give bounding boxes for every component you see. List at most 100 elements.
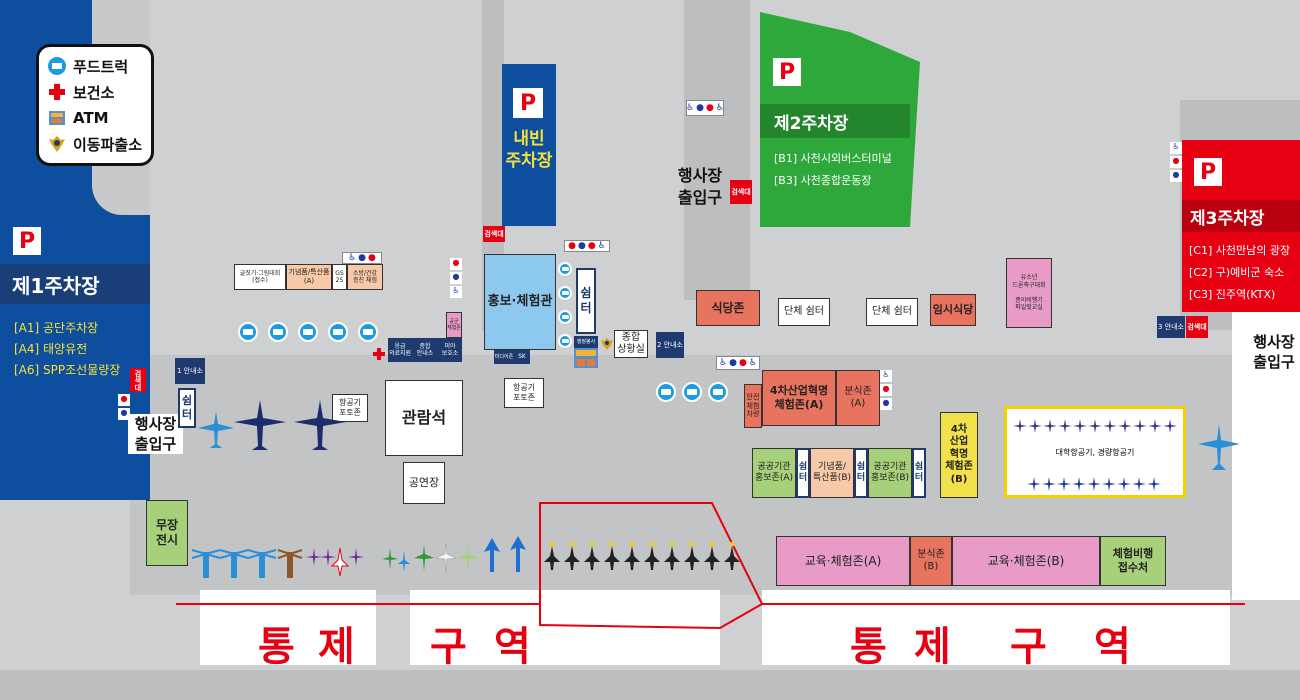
lot3-entry: [C3] 진주역(KTX) [1189, 288, 1276, 301]
safety-vehicle: 안전 체험 차량 [744, 384, 762, 428]
aircraft-photo-zone-centre: 항공기 포토존 [504, 378, 544, 408]
legend-label: 이동파출소 [73, 135, 143, 154]
lot2-p-sign: P [773, 58, 801, 86]
gate-north: 행사장 출입구 [677, 166, 723, 207]
public-promo-b: 공공기관 홍보존(B) [868, 448, 912, 498]
helicopter-icon [277, 549, 303, 578]
restroom-icon: ● [118, 408, 130, 420]
performance-stage: 공연장 [403, 462, 445, 504]
legend-item: 이동파출소 [47, 131, 143, 157]
jet-group [382, 536, 526, 573]
restroom-icon: ● [1170, 170, 1182, 182]
small-aircraft-icon [1013, 419, 1177, 433]
weapons-display: 무장 전시 [146, 500, 188, 566]
snack-zone-b: 분식존 (B) [910, 536, 952, 586]
restricted-char: 통 [258, 624, 295, 670]
shelter-east-1: 쉼 터 [796, 448, 810, 498]
contest-booth: 글짓기·그림대회 (접수) [234, 264, 286, 290]
grandstand: 관람석 [385, 380, 463, 456]
helicopter-icon [247, 549, 277, 578]
gate-east: 행사장 출입구 [1253, 333, 1295, 371]
food-truck-icon [708, 382, 728, 402]
legend-item: 보건소 [47, 79, 143, 105]
lot2-title: 제2주차장 [760, 104, 910, 138]
checkpoint-north-2: 검색대 [730, 180, 752, 204]
food-truck-icon [558, 286, 572, 300]
top-centre-restroom: ♿●● [232, 252, 382, 264]
lot2-entry: [B3] 사천종합운동장 [774, 174, 872, 187]
patrol-aircraft-icon [234, 400, 286, 450]
light-aircraft-icon [198, 412, 234, 448]
checkpoint-north-1: 검색대 [483, 226, 505, 242]
legend-item: ATM [47, 105, 143, 131]
sk-booth: SK [514, 350, 530, 364]
food-truck-icon [682, 382, 702, 402]
lot1-entry: [A4] 태양유전 [14, 342, 88, 356]
vip-parking-label: 내빈 주차장 [505, 129, 553, 171]
lot1-title: 제1주차장 [0, 264, 150, 304]
restroom-west: ● ● [118, 394, 130, 434]
aircraft-photo-zone-west: 항공기 포토존 [332, 394, 368, 422]
restroom-icon: ● [450, 272, 462, 284]
flight-experience-registration: 체험비행 접수처 [1100, 536, 1166, 586]
food-truck-icon [328, 322, 348, 342]
small-aircraft-icon [1027, 477, 1161, 491]
education-zone-a: 교육·체험존(A) [776, 536, 910, 586]
helicopter-icon [191, 549, 221, 578]
atm-icon [574, 348, 598, 368]
shelter-centre: 쉼 터 [576, 268, 596, 334]
food-truck-icon [358, 322, 378, 342]
road-south [0, 670, 1300, 700]
gate-west: 행사장 출입구 [128, 414, 183, 454]
medical-cross-icon [47, 82, 67, 102]
legend-label: 보건소 [73, 83, 115, 102]
lot1-entry: [A1] 공단주차장 [14, 321, 99, 335]
food-truck-column [558, 262, 572, 352]
situation-room: 종합 상황실 [614, 330, 648, 358]
aircraft-row-bottom [1027, 475, 1167, 497]
patrol-aircraft-icon [294, 400, 346, 450]
education-zone-b: 교육·체험존(B) [952, 536, 1100, 586]
restricted-char: 제 [914, 624, 951, 670]
legend-label: ATM [73, 109, 109, 127]
lot1-entries: [A1] 공단주차장 [A4] 태양유전 [A6] SPP조선물량장 [14, 318, 144, 381]
east-white-area [1232, 270, 1300, 600]
general-info: 종합 안내소 [412, 338, 438, 362]
food-truck-icon [656, 382, 676, 402]
restroom-icon: ●●●♿ [564, 240, 610, 252]
atm-icon [47, 108, 67, 128]
youth-drone-soccer: 유소년 드론축구대회 종이비행기 파일럿교실 [1006, 258, 1052, 328]
legend-label: 푸드트럭 [73, 57, 129, 76]
vip-p-sign: P [513, 88, 543, 118]
road-north [482, 0, 504, 330]
university-aircraft-area: 대학항공기, 경량항공기 [1004, 406, 1186, 498]
restroom-icon: ♿●●♿ [686, 100, 724, 116]
shelter-west: 쉼 터 [178, 388, 196, 428]
legend-box: 푸드트럭 보건소 ATM 이동파출소 [36, 44, 154, 166]
lot2-entries: [B1] 사천시외버스터미널 [B3] 사천종합운동장 [774, 148, 914, 192]
food-truck-icon [47, 56, 67, 76]
restroom-icon: ● [118, 394, 130, 406]
group-rest-1: 단체 쉼터 [778, 298, 830, 326]
shelter-east-2: 쉼 터 [854, 448, 868, 498]
lost-child: 미아 보호소 [438, 338, 462, 362]
restroom-icon: ● [1170, 156, 1182, 168]
checkpoint-east: 검색대 [1186, 316, 1208, 338]
emergency-medical: 응급 의료지원 [388, 338, 412, 362]
police-badge-icon [47, 134, 67, 154]
lot1-entry: [A6] SPP조선물량장 [14, 363, 121, 377]
info-booth-3: 3 안내소 [1157, 316, 1185, 338]
restricted-area-3 [762, 590, 1230, 665]
info-booth-1: 1 안내소 [175, 358, 205, 384]
medical-cross-icon [373, 345, 385, 360]
lot1-p-sign: P [13, 227, 41, 255]
lot3-entries: [C1] 사천만남의 광장 [C2] 구)예비군 숙소 [C3] 진주역(KTX… [1189, 240, 1300, 306]
restricted-char: 구 [430, 624, 467, 670]
shelter-east-3: 쉼 터 [912, 448, 926, 498]
fourth-industry-a: 4차산업혁명 체험존(A) [762, 370, 836, 426]
light-aircraft-icon [1198, 424, 1240, 470]
food-truck-icon [558, 334, 572, 348]
restricted-char: 제 [318, 624, 355, 670]
restroom-icon: ♿ [450, 286, 462, 298]
food-truck-icon [268, 322, 288, 342]
